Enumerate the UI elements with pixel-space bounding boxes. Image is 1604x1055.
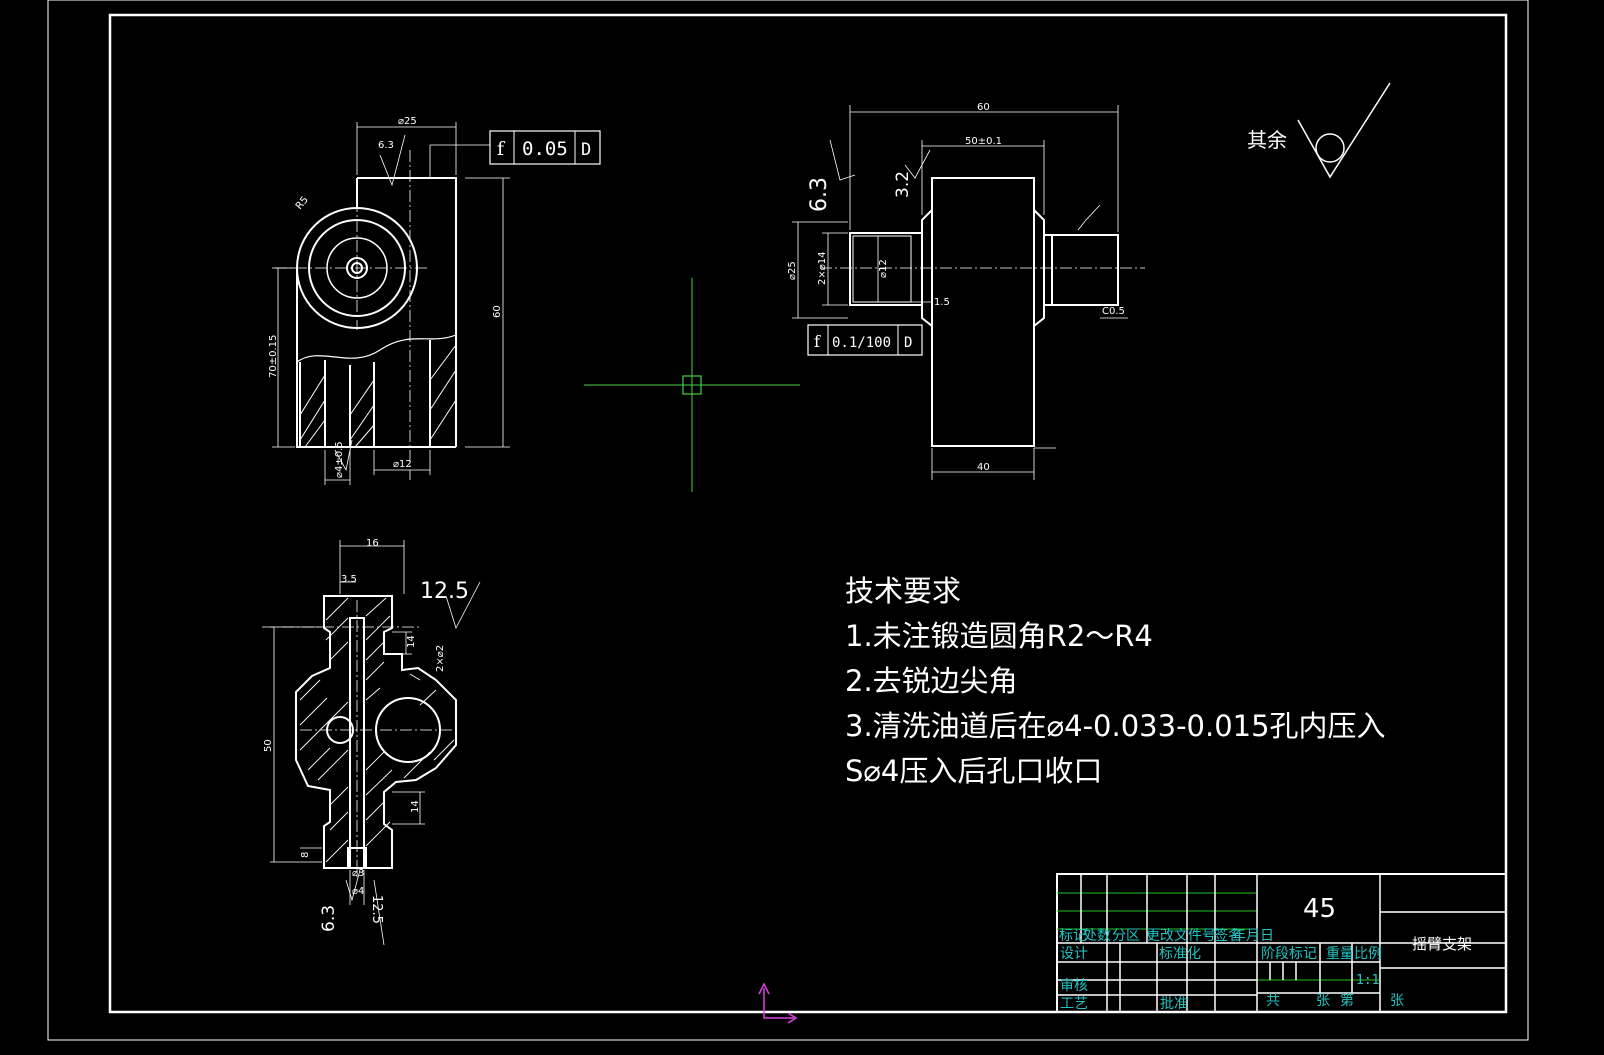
tb-page: 第 <box>1340 992 1354 1009</box>
tb-standard: 标准化 <box>1159 946 1201 962</box>
front-bottom-dia: ⌀12 <box>393 459 412 470</box>
tb-stage: 阶段标记 <box>1261 946 1317 962</box>
tb-approve: 批准 <box>1160 996 1188 1012</box>
section-bottom-dia-a: ⌀3 <box>352 868 364 879</box>
tech-item-1: 1.未注锻造圆角R2～R4 <box>845 619 1153 653</box>
front-side: 70±0.15 <box>268 335 279 378</box>
section-view <box>295 595 457 869</box>
side-view <box>849 177 1119 447</box>
section-dimension-texts: 16 3.5 50 14 2×⌀2 14 8 ⌀3 ⌀4 12.5 6.3 12… <box>263 538 469 932</box>
tb-design: 设计 <box>1060 946 1088 962</box>
section-centerlines <box>262 600 460 880</box>
side-dia-mid: ⌀12 <box>878 259 889 278</box>
tb-sheets: 张 <box>1316 993 1330 1009</box>
tolerance-frame-1: f 0.05 D <box>489 130 601 165</box>
part-name: 摇臂支架 <box>1412 935 1472 953</box>
front-centerlines <box>275 150 430 480</box>
section-roughness-bottom-left: 6.3 <box>319 905 339 932</box>
material-value: 45 <box>1303 894 1336 924</box>
cad-crosshair-cursor[interactable] <box>584 278 800 492</box>
tech-item-4: S⌀4压入后孔口收口 <box>845 754 1102 788</box>
tb-sign: 签名 <box>1214 927 1242 944</box>
section-right-bottom: 14 <box>410 800 421 813</box>
side-roughness-inner: 3.2 <box>893 171 913 198</box>
outer-frame <box>47 0 1529 1041</box>
section-right-top: 14 <box>406 635 417 648</box>
inner-frame <box>108 13 1508 1014</box>
scale-value: 1:1 <box>1356 973 1379 988</box>
front-height: 60 <box>492 305 503 318</box>
tol1-symbol: f <box>497 138 506 160</box>
tech-title: 技术要求 <box>845 574 961 608</box>
tech-item-2: 2.去锐边尖角 <box>845 664 1018 698</box>
tb-change-doc: 更改文件号 <box>1146 928 1216 944</box>
tol1-datum: D <box>581 140 591 160</box>
tolerance-frame-2: f 0.1/100 D <box>807 324 923 356</box>
side-bottom: 40 <box>977 462 990 473</box>
side-inner: 50±0.1 <box>965 136 1002 147</box>
general-roughness-symbol: 其余 <box>1247 82 1391 179</box>
section-hatching <box>299 597 455 863</box>
section-top: 16 <box>366 538 379 549</box>
title-block: 45 摇臂支架 1:1 标记 处数 分区 更改文件号 签名 年月日 设计 标准化… <box>1056 873 1507 1013</box>
section-top-left: 3.5 <box>341 574 357 585</box>
section-roughness: 12.5 <box>420 579 469 604</box>
section-height: 50 <box>263 739 274 752</box>
tb-total: 共 <box>1266 993 1280 1009</box>
front-dimension-lines <box>272 122 510 485</box>
tb-process: 工艺 <box>1060 996 1088 1012</box>
tb-ratio: 比例 <box>1354 946 1382 962</box>
front-dimension-texts: ⌀25 60 70±0.15 ⌀12 ⌀4±0.5 R5 6.3 <box>268 116 503 478</box>
tb-review: 审核 <box>1060 978 1088 994</box>
section-right-mid: 2×⌀2 <box>435 645 446 672</box>
tech-requirements: 技术要求 1.未注锻造圆角R2～R4 2.去锐边尖角 3.清洗油道后在⌀4-0.… <box>845 574 1386 788</box>
front-view <box>296 177 457 448</box>
tol2-datum: D <box>904 335 912 351</box>
tol1-value: 0.05 <box>522 138 568 160</box>
section-roughness-bottom-right: 12.5 <box>369 895 384 924</box>
side-dimension-texts: 60 50±0.1 40 ⌀25 2×⌀14 ⌀12 1.5 C0.5 6.3 … <box>787 102 1125 473</box>
tol2-value: 0.1/100 <box>832 335 891 351</box>
front-top-dia: ⌀25 <box>398 116 417 127</box>
side-right-chamfer: C0.5 <box>1102 306 1125 317</box>
side-roughness-left: 6.3 <box>807 177 832 212</box>
ucs-icon <box>758 982 798 1024</box>
tech-item-3: 3.清洗油道后在⌀4-0.033-0.015孔内压入 <box>845 709 1386 743</box>
front-bottom-left: ⌀4±0.5 <box>334 441 345 478</box>
tb-mark: 标记 <box>1059 928 1087 944</box>
section-dimension-lines <box>270 540 481 946</box>
front-roughness-top: 6.3 <box>378 140 394 151</box>
tb-count: 处数 <box>1083 928 1111 944</box>
roughness-other-label: 其余 <box>1247 128 1287 152</box>
side-chamfer: 1.5 <box>934 297 950 308</box>
section-bottom-left: 8 <box>300 852 311 858</box>
section-bottom-dia-b: ⌀4 <box>352 886 364 897</box>
side-dia-left: ⌀25 <box>787 261 798 280</box>
front-hatching <box>299 344 457 448</box>
front-radius: R5 <box>294 195 311 212</box>
tol2-symbol: f <box>814 332 821 351</box>
side-dimension-lines <box>792 105 1128 480</box>
side-overall: 60 <box>977 102 990 113</box>
tb-date: 年月日 <box>1232 928 1274 944</box>
tb-weight: 重量 <box>1326 946 1354 962</box>
tb-sheet2: 张 <box>1390 993 1404 1009</box>
side-shaft: 2×⌀14 <box>817 252 828 286</box>
tb-zone: 分区 <box>1112 928 1140 944</box>
